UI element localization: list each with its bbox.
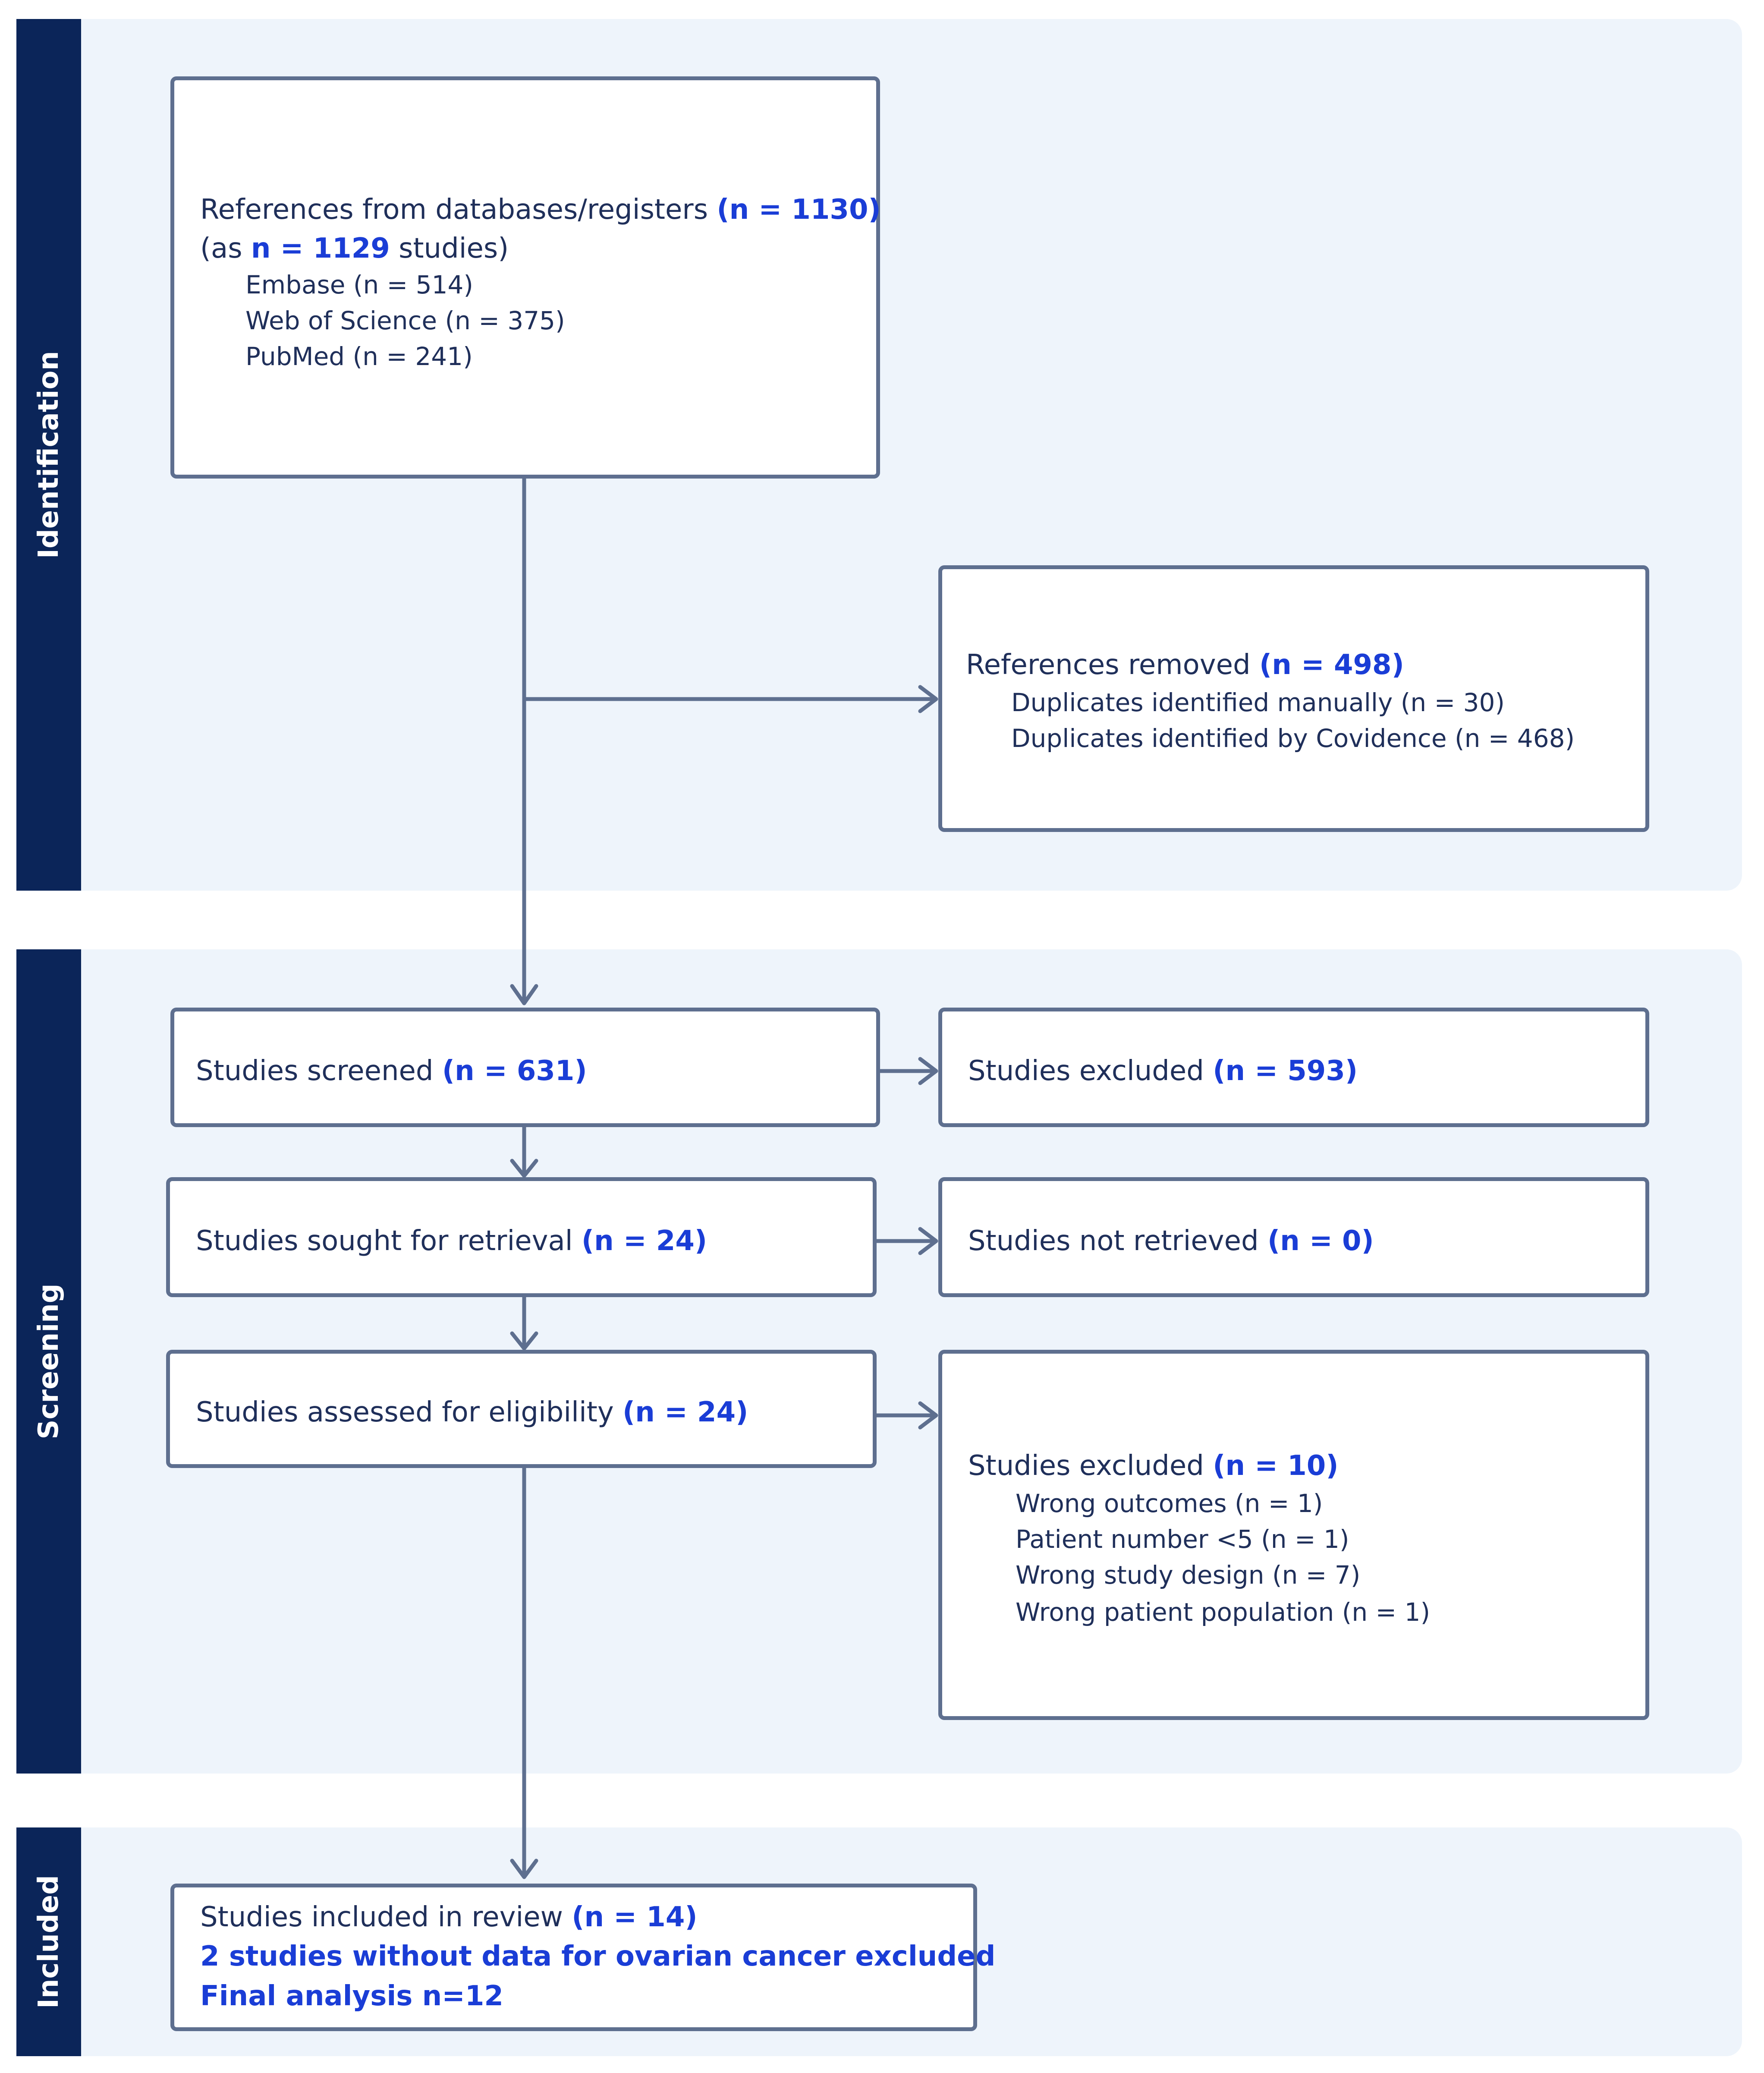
screened-line: Studies screened (n = 631) [196,1057,587,1085]
sought-label: Studies sought for retrieval [196,1225,573,1257]
arrowhead-eligibility-excluded [918,1401,938,1430]
eligibility-excluded-box: Studies excluded (n = 10) Wrong outcomes… [938,1350,1649,1720]
included-line: Studies included in review (n = 14) [200,1903,698,1931]
arrowhead-screened [510,984,538,1005]
sought-count: (n = 24) [581,1225,707,1257]
arrowhead-sought [510,1159,538,1178]
assessed-line: Studies assessed for eligibility (n = 24… [196,1399,748,1426]
removed-item: Duplicates identified manually (n = 30) [1011,688,1505,717]
screened-excluded-label: Studies excluded [968,1055,1204,1087]
arrowhead-assessed [510,1331,538,1351]
not-retrieved-box: Studies not retrieved (n = 0) [938,1177,1649,1297]
arrowhead-screened-excluded [918,1057,938,1085]
screened-label: Studies screened [196,1055,434,1087]
eligibility-excluded-label: Studies excluded [968,1450,1204,1482]
arrowhead-removed [918,685,938,713]
references-label: References from databases/registers [200,194,708,226]
source-item: Embase (n = 514) [245,270,474,299]
included-note-final: Final analysis n=12 [200,1980,503,2012]
not-retrieved-line: Studies not retrieved (n = 0) [968,1227,1374,1255]
references-as-suffix: studies) [399,233,509,265]
screened-excluded-box: Studies excluded (n = 593) [938,1008,1649,1127]
screened-box: Studies screened (n = 631) [170,1008,880,1127]
assessed-box: Studies assessed for eligibility (n = 24… [166,1350,877,1468]
removed-box: References removed (n = 498) Duplicates … [938,565,1649,832]
removed-item: Duplicates identified by Covidence (n = … [1011,724,1575,753]
references-as-prefix: (as [200,233,242,265]
screened-excluded-line: Studies excluded (n = 593) [968,1057,1358,1085]
references-line: References from databases/registers (n =… [200,196,881,224]
references-as-count: n = 1129 [251,233,390,265]
exclusion-reason: Wrong study design (n = 7) [1016,1560,1361,1590]
references-as-line: (as n = 1129 studies) [200,235,509,262]
removed-count: (n = 498) [1259,649,1404,681]
screened-excluded-count: (n = 593) [1213,1055,1358,1087]
included-label: Studies included in review [200,1901,563,1933]
not-retrieved-label: Studies not retrieved [968,1225,1259,1257]
removed-line: References removed (n = 498) [966,651,1404,679]
source-item: Web of Science (n = 375) [245,306,565,335]
references-count: (n = 1130) [717,194,881,226]
exclusion-reason: Wrong patient population (n = 1) [1016,1597,1431,1627]
sought-line: Studies sought for retrieval (n = 24) [196,1227,707,1255]
arrowhead-included [510,1859,538,1879]
screened-count: (n = 631) [442,1055,587,1087]
assessed-count: (n = 24) [623,1396,748,1428]
exclusion-reason: Wrong outcomes (n = 1) [1016,1489,1323,1518]
references-box: References from databases/registers (n =… [170,76,881,479]
included-box: Studies included in review (n = 14) 2 st… [170,1884,995,2031]
source-item: PubMed (n = 241) [245,342,473,371]
removed-label: References removed [966,649,1251,681]
included-note-excluded: 2 studies without data for ovarian cance… [200,1941,996,1972]
not-retrieved-count: (n = 0) [1267,1225,1374,1257]
included-sidebar: Included [16,1827,81,2056]
screening-sidebar: Screening [16,949,81,1774]
eligibility-excluded-line: Studies excluded (n = 10) [968,1452,1339,1480]
sought-box: Studies sought for retrieval (n = 24) [166,1177,877,1297]
arrowhead-not-retrieved [918,1227,938,1255]
assessed-label: Studies assessed for eligibility [196,1396,614,1428]
eligibility-excluded-count: (n = 10) [1213,1450,1339,1482]
identification-sidebar: Identification [16,19,81,891]
exclusion-reason: Patient number <5 (n = 1) [1016,1525,1349,1554]
included-count: (n = 14) [572,1901,698,1933]
